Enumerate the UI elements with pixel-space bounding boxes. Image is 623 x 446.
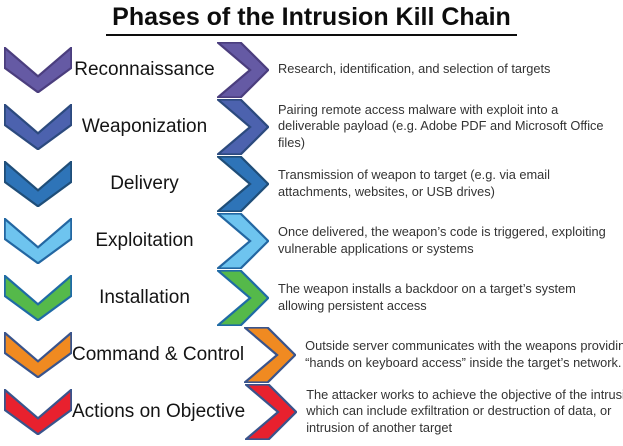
- phase-description: Pairing remote access malware with explo…: [278, 101, 604, 150]
- right-chevron-icon: [217, 213, 269, 269]
- down-chevron-icon: [4, 389, 72, 435]
- down-chevron-icon: [4, 218, 72, 264]
- down-chevron-icon: [4, 104, 72, 150]
- right-chevron-icon: [217, 99, 269, 155]
- phase-label: Installation: [99, 286, 190, 308]
- down-chevron-icon: [4, 161, 72, 207]
- phase-row: Exploitation Once delivered, the weapon’…: [0, 212, 623, 269]
- phase-description: Research, identification, and selection …: [278, 61, 551, 77]
- down-chevron-icon: [4, 47, 72, 93]
- phase-description: Outside server communicates with the wea…: [305, 337, 623, 370]
- phase-label: Delivery: [110, 172, 179, 194]
- phase-description: The weapon installs a backdoor on a targ…: [278, 280, 576, 313]
- phase-label: Exploitation: [95, 229, 194, 251]
- right-chevron-icon: [245, 384, 297, 440]
- down-chevron-icon: [4, 332, 72, 378]
- phase-row: Installation The weapon installs a backd…: [0, 269, 623, 326]
- phase-row: Delivery Transmission of weapon to targe…: [0, 155, 623, 212]
- right-chevron-icon: [217, 42, 269, 98]
- phase-label: Command & Control: [72, 343, 245, 365]
- phase-row: Weaponization Pairing remote access malw…: [0, 98, 623, 155]
- phase-row: Reconnaissance Research, identification,…: [0, 41, 623, 98]
- right-chevron-icon: [244, 327, 296, 383]
- phase-label: Actions on Objective: [72, 400, 246, 422]
- phase-description: Transmission of weapon to target (e.g. v…: [278, 166, 550, 199]
- right-chevron-icon: [217, 270, 269, 326]
- phase-description: The attacker works to achieve the object…: [306, 386, 623, 435]
- phase-description: Once delivered, the weapon’s code is tri…: [278, 223, 606, 256]
- page-title: Phases of the Intrusion Kill Chain: [106, 3, 517, 36]
- phase-label: Weaponization: [81, 115, 208, 137]
- down-chevron-icon: [4, 275, 72, 321]
- phase-label: Reconnaissance: [74, 58, 215, 80]
- right-chevron-icon: [217, 156, 269, 212]
- phase-row: Actions on Objective The attacker works …: [0, 383, 623, 440]
- phase-rows: Reconnaissance Research, identification,…: [0, 41, 623, 440]
- phase-row: Command & Control Outside server communi…: [0, 326, 623, 383]
- title-area: Phases of the Intrusion Kill Chain: [0, 0, 623, 41]
